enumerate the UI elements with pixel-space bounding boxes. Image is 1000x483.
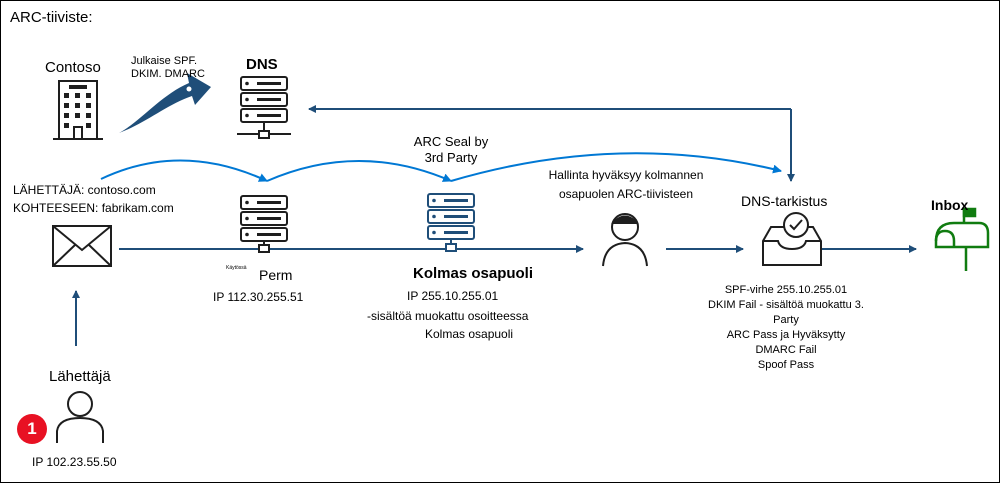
envelope-icon [52, 225, 112, 267]
arc-arcs [100, 152, 782, 182]
server-icon [427, 193, 475, 252]
contoso-label: Contoso [45, 59, 101, 76]
user-icon [56, 391, 104, 443]
dns-result-dmarc: DMARC Fail [755, 344, 817, 356]
perm-small-label: Käytössä [226, 265, 247, 271]
arc-seal-line-1: ARC Seal by [413, 134, 489, 149]
third-party-note-2: Kolmas osapuoli [425, 327, 514, 341]
sender-from: LÄHETTÄJÄ: contoso.com [13, 183, 156, 197]
publish-line-2: DKIM. DMARC [131, 68, 205, 80]
sender-ip: IP 102.23.55.50 [32, 455, 117, 469]
third-party-note-1: -sisältöä muokattu osoitteessa [367, 309, 529, 323]
sender-label: Lähettäjä [49, 368, 111, 385]
dns-result-arc: ARC Pass ja Hyväksytty [726, 329, 846, 341]
building-icon [53, 80, 103, 140]
perm-label: Perm [259, 267, 293, 283]
inbox-check-icon [762, 212, 822, 266]
dns-result-spf: SPF-virhe 255.10.255.01 [724, 284, 848, 296]
server-icon [240, 195, 288, 253]
dns-result-spoof: Spoof Pass [757, 359, 815, 371]
dns-lookup-arrows [308, 105, 795, 182]
admin-line-2: osapuolen ARC-tiivisteen [558, 187, 694, 201]
server-icon [237, 76, 291, 139]
dns-check-label: DNS-tarkistus [741, 193, 828, 209]
arc-seal-line-2: 3rd Party [424, 150, 478, 165]
dns-result-dkim: DKIM Fail - sisältöä muokattu 3. [708, 299, 864, 311]
inbox-label: Inbox [931, 197, 969, 213]
sender-to: KOHTEESEEN: fabrikam.com [13, 201, 174, 215]
publish-arrow-icon [119, 73, 211, 133]
step-badge: 1 [17, 414, 47, 444]
mailbox-icon [934, 207, 990, 271]
main-flow-arrows [72, 245, 917, 346]
diagram-title: ARC-tiiviste: [10, 9, 93, 26]
person-icon [602, 213, 648, 267]
publish-line-1: Julkaise SPF. [131, 55, 198, 67]
admin-line-1: Hallinta hyväksyy kolmannen [548, 168, 704, 182]
perm-ip: IP 112.30.255.51 [213, 290, 304, 304]
third-party-ip: IP 255.10.255.01 [407, 289, 499, 303]
dns-label: DNS [246, 56, 278, 73]
third-party-label: Kolmas osapuoli [413, 265, 534, 282]
dns-result-dkim-cont: Party [773, 314, 799, 326]
